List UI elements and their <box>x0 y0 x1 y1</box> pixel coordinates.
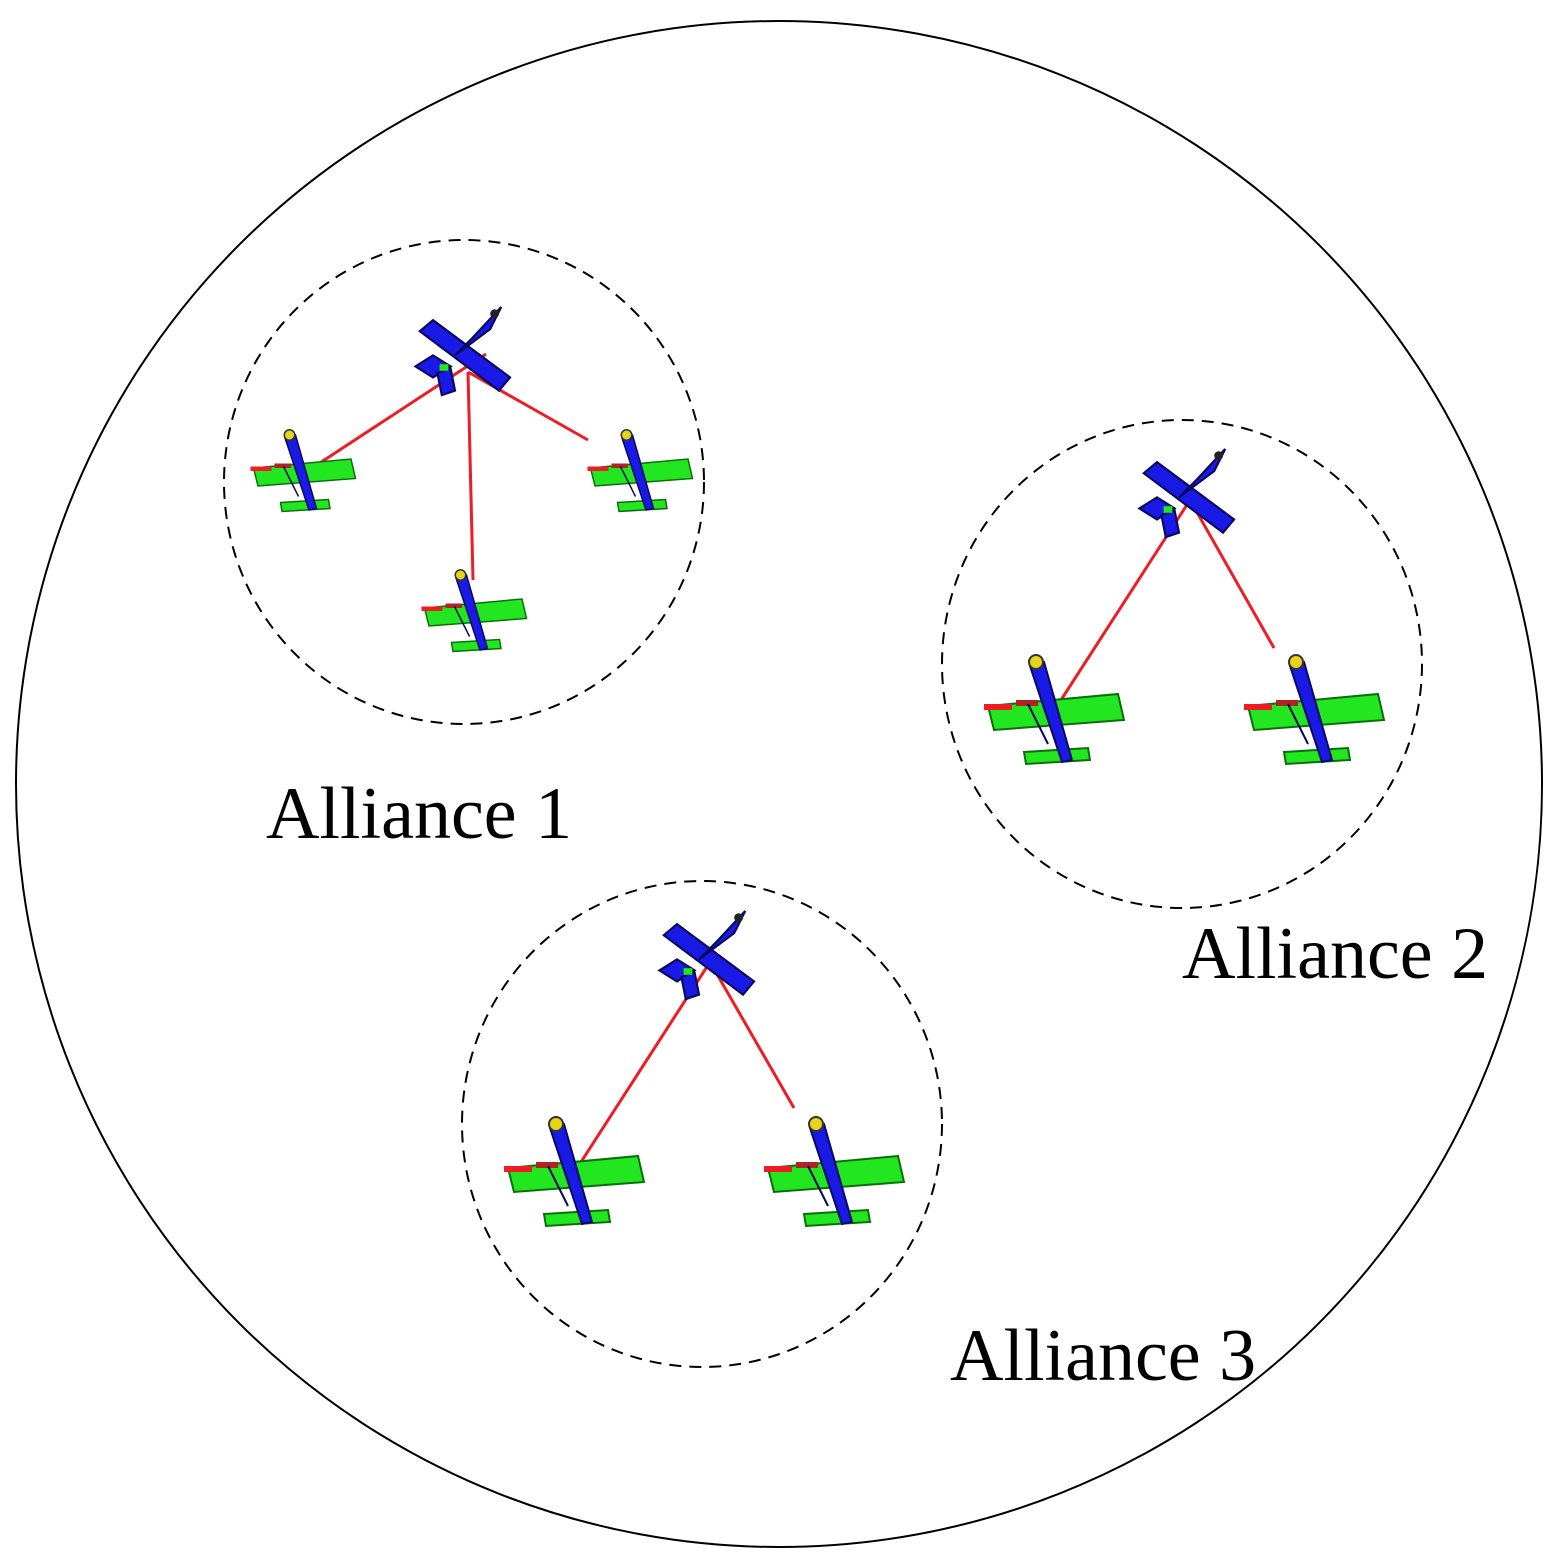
alliance-1-label: Alliance 1 <box>266 773 572 855</box>
communication-link <box>1188 499 1276 649</box>
green-aircraft-icon <box>249 429 357 513</box>
blue-aircraft-icon <box>1138 447 1236 539</box>
blue-aircraft-icon <box>414 305 512 397</box>
green-aircraft-icon <box>763 1116 905 1227</box>
alliance-3-boundary <box>461 880 943 1368</box>
communication-link <box>299 352 487 478</box>
outer-boundary <box>15 20 1543 1548</box>
alliance-3-label: Alliance 3 <box>950 1315 1256 1397</box>
alliance-1-boundary <box>223 239 705 725</box>
communication-link <box>466 371 475 581</box>
blue-aircraft-icon <box>658 909 756 1001</box>
green-aircraft-icon <box>586 429 694 513</box>
green-aircraft-icon <box>420 569 528 653</box>
green-aircraft-icon <box>983 654 1125 765</box>
alliance-2-group <box>941 419 1423 909</box>
green-aircraft-icon <box>503 1116 645 1227</box>
green-aircraft-icon <box>1243 654 1385 765</box>
communication-link <box>708 961 796 1109</box>
alliance-3-group <box>461 880 943 1368</box>
alliance-2-boundary <box>941 419 1423 909</box>
alliance-2-label: Alliance 2 <box>1182 913 1488 995</box>
alliance-1-group <box>223 239 705 725</box>
